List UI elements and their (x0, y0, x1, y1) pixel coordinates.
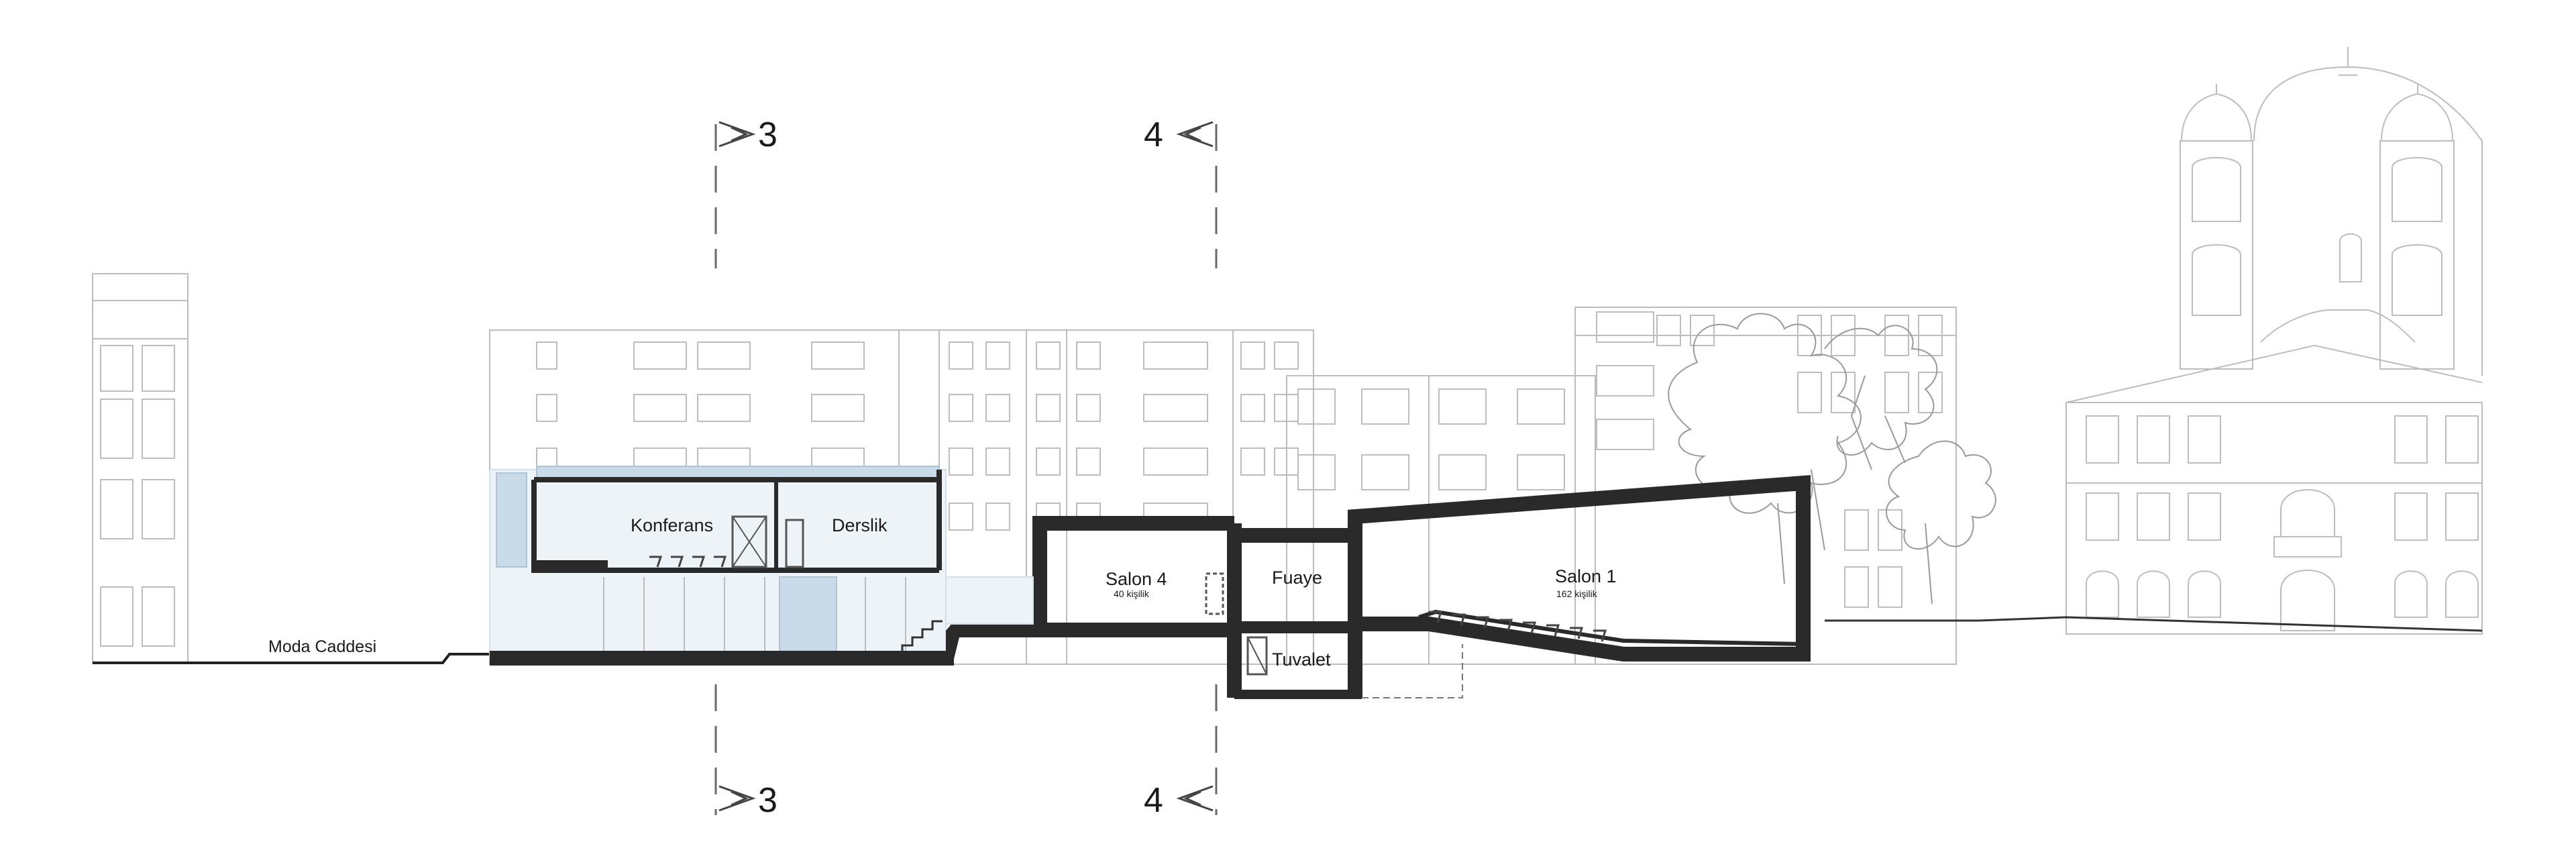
context-left-building (92, 273, 189, 664)
fuaye-label: Fuaye (1272, 568, 1322, 588)
ground-line-right (1825, 616, 2483, 632)
tuvalet-label: Tuvalet (1272, 649, 1331, 670)
section-marker-4-bottom: 4 (1144, 781, 1214, 820)
salon1-room (1348, 475, 1811, 662)
context-tree (1668, 313, 1996, 604)
left-building-section (489, 466, 954, 666)
section-marker-3-bottom: 3 (718, 781, 777, 820)
connector-slab (946, 623, 1033, 664)
marker-4-bottom-label: 4 (1144, 781, 1163, 820)
salon4-label: Salon 4 (1106, 569, 1167, 589)
salon1-capacity: 162 kişilik (1556, 588, 1598, 599)
marker-3-bottom-label: 3 (758, 781, 777, 820)
section-marker-3-top: 3 (718, 115, 777, 154)
salon1-label: Salon 1 (1555, 566, 1617, 586)
derslik-label: Derslik (832, 515, 888, 535)
context-church (2065, 47, 2483, 635)
street-label: Moda Caddesi (268, 637, 376, 656)
section-marker-4-top: 4 (1144, 115, 1214, 154)
marker-4-top-label: 4 (1144, 115, 1163, 154)
konferans-label: Konferans (631, 515, 713, 535)
salon4-room (945, 516, 1240, 637)
salon4-capacity: 40 kişilik (1114, 588, 1150, 599)
ground-line (93, 653, 490, 664)
marker-3-top-label: 3 (758, 115, 777, 154)
